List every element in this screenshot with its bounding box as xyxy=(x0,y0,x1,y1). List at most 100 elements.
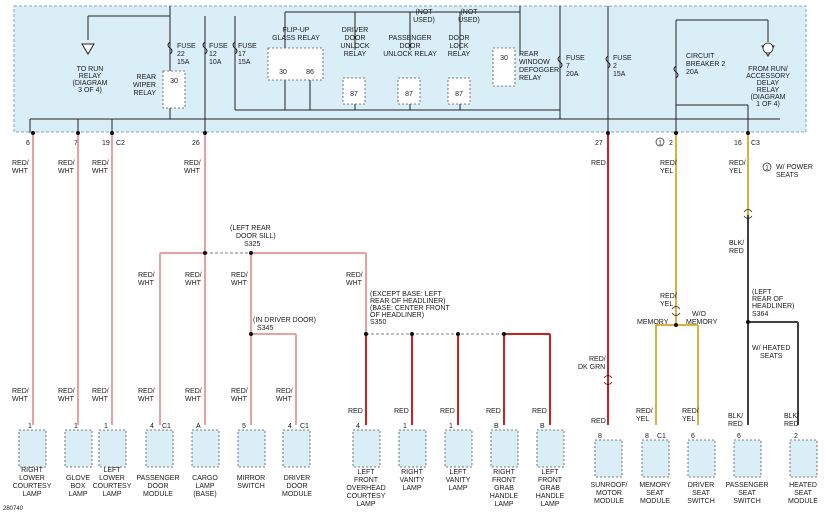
pass-door-relay-pin: 87 xyxy=(405,91,413,98)
svg-text:RED/YEL: RED/YEL xyxy=(729,160,746,175)
svg-text:2: 2 xyxy=(669,140,673,147)
svg-text:4: 4 xyxy=(150,423,154,430)
svg-text:RED/WHT: RED/WHT xyxy=(138,272,155,287)
svg-text:A: A xyxy=(196,423,201,430)
svg-text:27: 27 xyxy=(595,140,603,147)
wires xyxy=(31,131,799,425)
svg-text:RED: RED xyxy=(348,408,363,415)
svg-text:1: 1 xyxy=(658,141,662,147)
svg-text:RED/DK GRN: RED/DK GRN xyxy=(578,356,606,371)
flipup-pin-86: 86 xyxy=(306,69,314,76)
svg-text:26: 26 xyxy=(192,140,200,147)
svg-text:5: 5 xyxy=(242,423,246,430)
svg-text:1: 1 xyxy=(74,423,78,430)
svg-text:BLK/RED: BLK/RED xyxy=(729,240,744,255)
svg-text:RED/YEL: RED/YEL xyxy=(636,408,653,423)
svg-text:RED/WHT: RED/WHT xyxy=(92,388,109,403)
svg-text:RED: RED xyxy=(532,408,547,415)
svg-text:RED: RED xyxy=(591,418,606,425)
svg-text:1: 1 xyxy=(403,423,407,430)
svg-text:RED/WHT: RED/WHT xyxy=(12,388,29,403)
svg-text:RED/WHT: RED/WHT xyxy=(12,160,29,175)
svg-text:7: 7 xyxy=(74,140,78,147)
svg-text:BLK/RED: BLK/RED xyxy=(784,413,799,428)
svg-text:RED/WHT: RED/WHT xyxy=(185,272,202,287)
svg-text:RED/YEL: RED/YEL xyxy=(660,293,677,308)
svg-text:RED/WHT: RED/WHT xyxy=(231,388,248,403)
svg-text:RED/WHT: RED/WHT xyxy=(346,272,363,287)
svg-text:RED/WHT: RED/WHT xyxy=(185,388,202,403)
svg-text:16: 16 xyxy=(734,140,742,147)
svg-text:RED/WHT: RED/WHT xyxy=(138,388,155,403)
svg-text:6: 6 xyxy=(26,140,30,147)
svg-text:C1: C1 xyxy=(162,423,171,430)
svg-text:RED: RED xyxy=(440,408,455,415)
svg-text:MEMORY: MEMORY xyxy=(637,319,669,326)
svg-text:RED/WHT: RED/WHT xyxy=(231,272,248,287)
svg-text:1: 1 xyxy=(28,423,32,430)
svg-text:RED/WHT: RED/WHT xyxy=(184,160,201,175)
svg-text:RED: RED xyxy=(394,408,409,415)
svg-text:C3: C3 xyxy=(751,140,760,147)
diagram-id: 280740 xyxy=(3,506,24,512)
svg-text:19: 19 xyxy=(102,140,110,147)
top-pin-numbers: 6 7 19 C2 26 27 2 16 C3 xyxy=(26,140,760,147)
svg-text:1: 1 xyxy=(765,166,769,172)
flipup-pin-30: 30 xyxy=(279,69,287,76)
svg-text:6: 6 xyxy=(691,433,695,440)
svg-text:8: 8 xyxy=(645,433,649,440)
rear-wiper-relay-pin: 30 xyxy=(170,78,178,85)
wire-labels: RED/WHT RED/WHT RED/WHT RED/WHT RED RED/… xyxy=(12,160,799,428)
svg-text:C2: C2 xyxy=(116,140,125,147)
rear-defogger-relay-pin: 30 xyxy=(500,55,508,62)
svg-text:RED/WHT: RED/WHT xyxy=(58,160,75,175)
svg-text:RED/WHT: RED/WHT xyxy=(92,160,109,175)
svg-text:6: 6 xyxy=(737,433,741,440)
